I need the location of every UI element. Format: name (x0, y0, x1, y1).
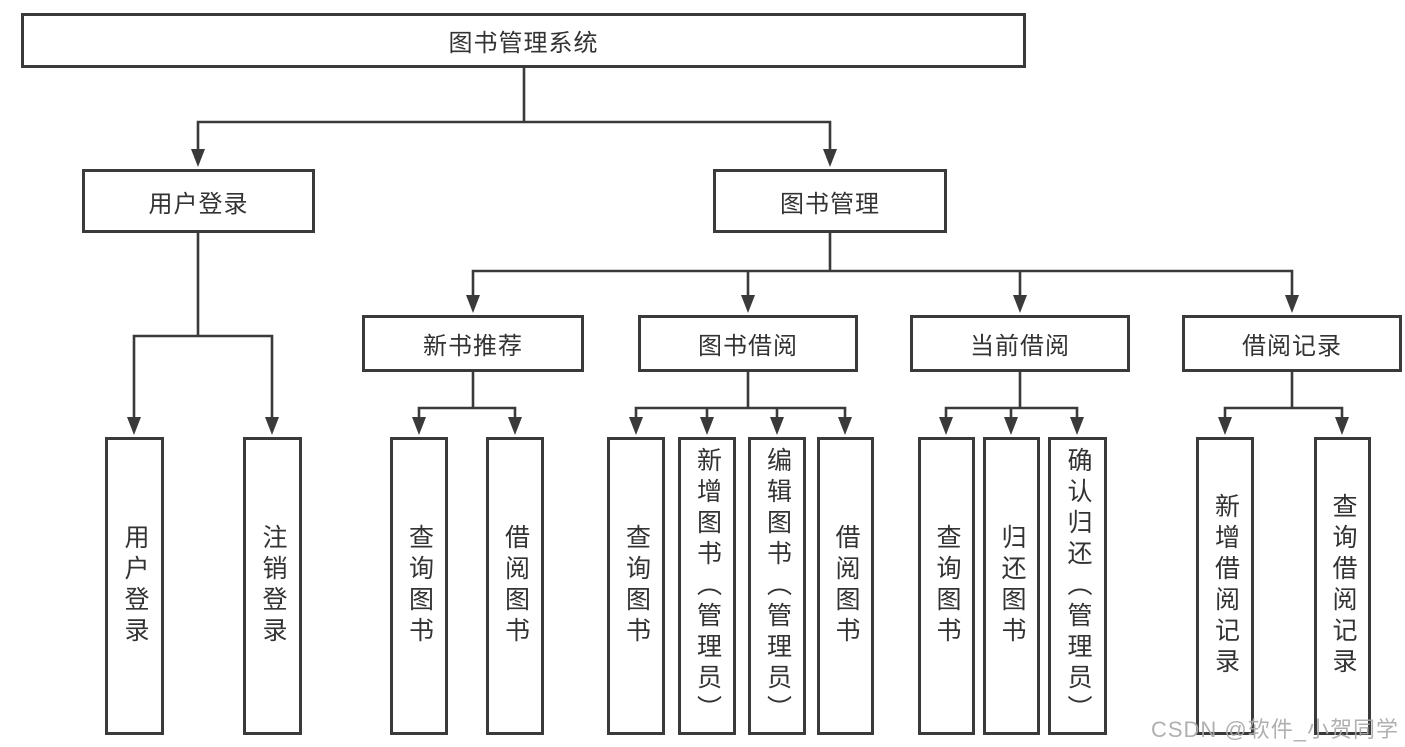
node-new-book-recommend: 新书推荐 (362, 315, 584, 372)
node-book-management: 图书管理 (713, 169, 947, 233)
node-query-borrow-record: 查询借阅记录 (1314, 437, 1371, 735)
connector-user-login-children (127, 231, 279, 435)
connector-book-borrow-children (629, 370, 852, 435)
node-borrow-records: 借阅记录 (1182, 315, 1402, 372)
arrowhead-down-icon (1013, 295, 1027, 313)
connector-path (196, 66, 832, 153)
arrowhead-down-icon (1218, 417, 1232, 435)
arrowhead-down-icon (508, 417, 522, 435)
node-confirm-return-admin: 确认归还（管理员） (1048, 437, 1107, 735)
arrowhead-down-icon (265, 417, 279, 435)
arrowhead-down-icon (629, 417, 643, 435)
connector-current-borrow-children (939, 370, 1084, 435)
node-logout: 注销登录 (243, 437, 302, 735)
arrowhead-down-icon (770, 417, 784, 435)
connector-borrow-records-children (1218, 370, 1349, 435)
connector-path (944, 370, 1079, 421)
node-add-borrow-record: 新增借阅记录 (1196, 437, 1254, 735)
connector-path (417, 370, 517, 421)
arrowhead-down-icon (412, 417, 426, 435)
node-current-query-books: 查询图书 (918, 437, 975, 735)
node-edit-books-admin: 编辑图书（管理员） (748, 437, 806, 735)
arrowhead-down-icon (823, 149, 837, 167)
node-borrow-borrow-books: 借阅图书 (817, 437, 874, 735)
connector-book-management-children (466, 231, 1299, 313)
connector-path (634, 370, 847, 421)
node-recommend-borrow-books: 借阅图书 (486, 437, 544, 735)
arrowhead-down-icon (700, 417, 714, 435)
arrowhead-down-icon (466, 295, 480, 313)
node-return-books: 归还图书 (983, 437, 1040, 735)
node-add-books-admin: 新增图书（管理员） (678, 437, 736, 735)
arrowhead-down-icon (939, 417, 953, 435)
connector-new-book-recommend-children (412, 370, 522, 435)
connector-path (1223, 370, 1344, 421)
arrowhead-down-icon (127, 417, 141, 435)
node-borrow-query-books: 查询图书 (607, 437, 665, 735)
connector-path (471, 231, 1294, 299)
watermark: CSDN @软件_小贺同学 (1150, 717, 1399, 742)
node-book-borrow: 图书借阅 (638, 315, 858, 372)
node-current-borrow: 当前借阅 (910, 315, 1130, 372)
arrowhead-down-icon (1285, 295, 1299, 313)
arrowhead-down-icon (191, 149, 205, 167)
node-root: 图书管理系统 (21, 13, 1026, 68)
connector-root-to-level2 (191, 66, 837, 167)
arrowhead-down-icon (1004, 417, 1018, 435)
arrowhead-down-icon (1070, 417, 1084, 435)
arrowhead-down-icon (838, 417, 852, 435)
node-user-login-leaf: 用户登录 (105, 437, 164, 735)
arrowhead-down-icon (1335, 417, 1349, 435)
arrowhead-down-icon (741, 295, 755, 313)
node-recommend-query-books: 查询图书 (390, 437, 448, 735)
connector-path (132, 231, 274, 421)
node-user-login: 用户登录 (82, 169, 315, 233)
